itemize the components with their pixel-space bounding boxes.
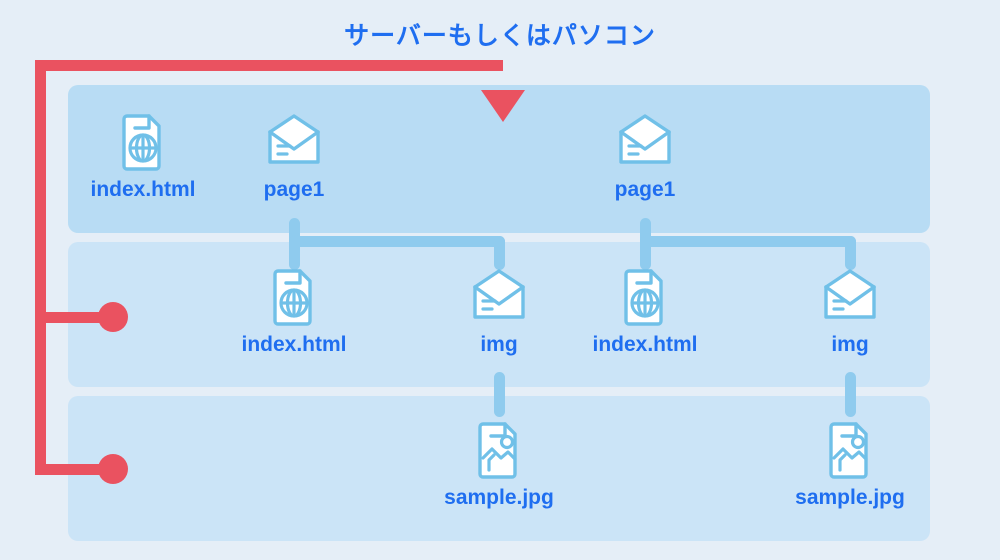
node-label: index.html	[592, 333, 698, 356]
connector-left-img-drop	[494, 236, 505, 270]
red-connector-branch-third	[35, 464, 115, 475]
red-dot-second-level	[98, 302, 128, 332]
node-label: index.html	[241, 333, 347, 356]
node-label: img	[831, 333, 869, 356]
connector-right-img-drop	[845, 236, 856, 270]
red-arrow-icon	[481, 90, 525, 122]
node-label: sample.jpg	[444, 486, 554, 509]
node-label: sample.jpg	[795, 486, 905, 509]
node-label: page1	[614, 178, 676, 201]
red-connector-vertical	[35, 60, 46, 475]
html-file-icon	[614, 265, 676, 327]
red-connector-top	[35, 60, 503, 71]
node-label: img	[480, 333, 518, 356]
connector-left-page1-bar	[289, 236, 505, 247]
connector-right-index-drop	[640, 236, 651, 270]
node-level3-sample-jpg-right[interactable]: sample.jpg	[785, 418, 915, 510]
folder-envelope-icon	[614, 110, 676, 172]
connector-left-index-drop	[289, 236, 300, 270]
node-root-index-html[interactable]: index.html	[78, 110, 208, 202]
image-file-icon	[819, 418, 881, 480]
node-root-page1-right[interactable]: page1	[580, 110, 710, 202]
red-connector-branch-second	[35, 312, 115, 323]
node-level2-img-right[interactable]: img	[785, 265, 915, 357]
folder-envelope-icon	[819, 265, 881, 327]
folder-envelope-icon	[468, 265, 530, 327]
node-level2-index-html-left[interactable]: index.html	[229, 265, 359, 357]
node-level2-index-html-right[interactable]: index.html	[580, 265, 710, 357]
node-label: page1	[263, 178, 325, 201]
node-level3-sample-jpg-left[interactable]: sample.jpg	[434, 418, 564, 510]
connector-left-img-to-image	[494, 372, 505, 417]
node-label: index.html	[90, 178, 196, 201]
diagram-title: サーバーもしくはパソコン	[344, 22, 656, 50]
image-file-icon	[468, 418, 530, 480]
folder-envelope-icon	[263, 110, 325, 172]
connector-right-page1-bar	[640, 236, 856, 247]
red-dot-third-level	[98, 454, 128, 484]
connector-right-img-to-image	[845, 372, 856, 417]
node-root-page1-left[interactable]: page1	[229, 110, 359, 202]
node-level2-img-left[interactable]: img	[434, 265, 564, 357]
html-file-icon	[112, 110, 174, 172]
html-file-icon	[263, 265, 325, 327]
